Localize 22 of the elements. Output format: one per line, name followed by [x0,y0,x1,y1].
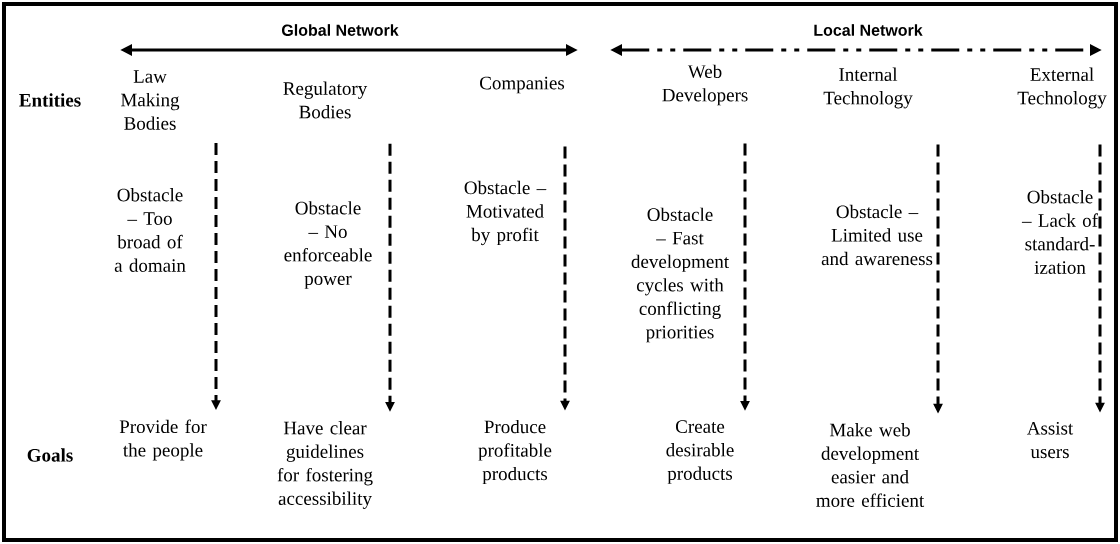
entity-label: Internal Technology [823,67,913,109]
network-heading: Global Network [282,24,399,36]
edge-label: Obstacle – Lack of standard-ization [1021,190,1098,274]
goal-label: Make web development easier and more efficient [816,423,925,507]
entity-label: Law Making Bodies [121,70,180,130]
edge-label: Obstacle – Limited use and awareness [821,204,933,266]
entity-label: Regulatory Bodies [283,81,368,119]
row-heading: Goals [27,448,73,462]
entity-label: External Technology [1017,67,1107,109]
goal-label: Assist users [1026,421,1074,459]
entity-label: Companies [480,76,565,94]
network-heading: Local Network [814,24,923,36]
edge-label: Obstacle – Fast development cycles with conflicting priorities [631,207,729,343]
edge-label: Obstacle – Too broad of a domain [114,188,186,272]
goal-label: Provide for the people [119,419,207,461]
row-heading: Entities [19,93,81,107]
goal-label: Have clear guidelines for fostering accessibility [277,421,373,509]
entity-label: Web Developers [662,64,748,106]
goal-label: Create desirable products [666,420,734,484]
goal-label: Produce profitable products [478,419,552,485]
edge-label: Obstacle – Motivated by profit [464,180,547,246]
edge-label: Obstacle – No enforceable power [284,201,372,289]
